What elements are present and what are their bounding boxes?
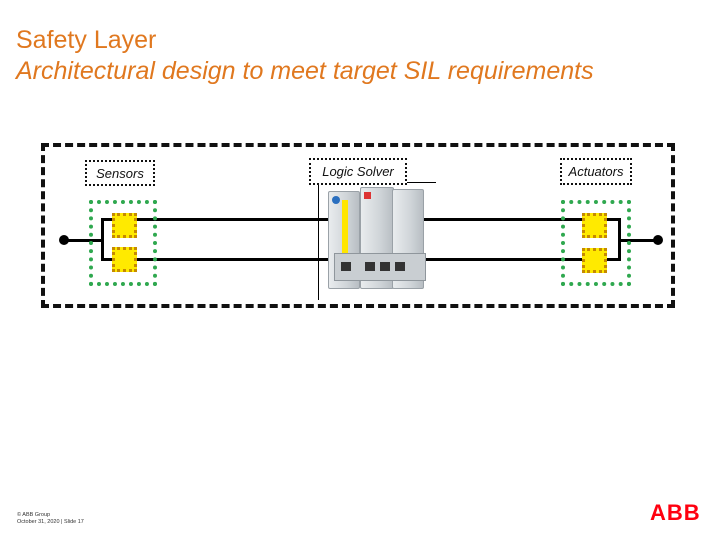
footer-copyright: © ABB Group	[17, 512, 51, 518]
wire-right-bus	[618, 218, 621, 261]
actuators-label: Actuators	[560, 158, 632, 185]
sensor-element-2	[112, 247, 137, 272]
wire-left-bus	[101, 218, 104, 261]
footer-date-slide: October 31, 2020 | Slide 17	[17, 519, 84, 525]
page-subtitle: Architectural design to meet target SIL …	[16, 57, 594, 85]
sensors-label: Sensors	[85, 160, 155, 186]
sensor-element-1	[112, 213, 137, 238]
module-badge-icon	[332, 196, 340, 204]
right-terminal-dot	[653, 235, 663, 245]
page-title: Safety Layer	[16, 26, 157, 54]
wire-right-terminal	[620, 239, 658, 242]
logic-solver-label: Logic Solver	[309, 158, 407, 185]
sensors-redundancy-frame	[89, 200, 157, 286]
actuator-element-2	[582, 248, 607, 273]
logic-solver-controller	[322, 185, 426, 295]
wire-left-terminal	[64, 239, 102, 242]
logic-solver-marker	[318, 182, 319, 300]
safety-system-boundary	[41, 143, 675, 308]
io-base	[334, 253, 426, 281]
actuator-element-1	[582, 213, 607, 238]
module-badge-icon	[364, 192, 371, 199]
abb-logo: ABB	[650, 500, 701, 525]
left-terminal-dot	[59, 235, 69, 245]
status-strip	[342, 200, 348, 260]
actuators-redundancy-frame	[561, 200, 631, 286]
